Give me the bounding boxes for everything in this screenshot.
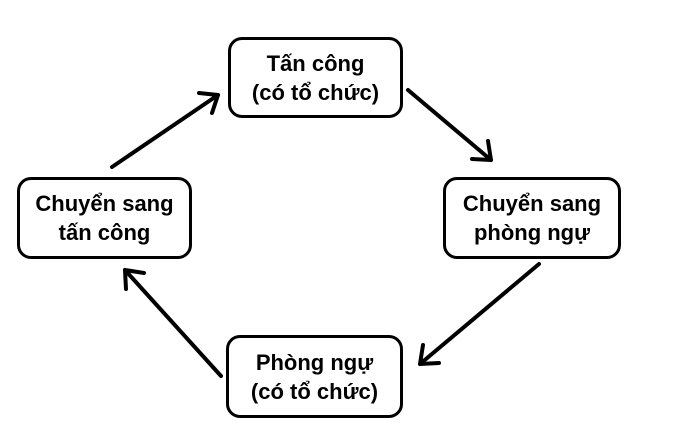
node-defense-organized: Phòng ngự (có tổ chức) [226, 335, 403, 418]
arrow-left-to-top [110, 91, 220, 169]
node-attack-organized: Tấn công (có tổ chức) [228, 37, 403, 118]
node-transition-to-defense: Chuyển sang phòng ngự [443, 177, 621, 259]
node-transition-to-attack: Chuyển sang tấn công [17, 177, 192, 259]
node-defense-organized-line2: (có tổ chức) [250, 378, 379, 404]
node-transition-to-attack-line1: Chuyển sang [35, 191, 174, 216]
arrow-bottom-to-left [123, 268, 223, 378]
node-attack-organized-line1: Tấn công [266, 50, 365, 76]
node-transition-to-defense-line2: phòng ngự [473, 220, 591, 245]
node-defense-organized-line1: Phòng ngự [255, 349, 374, 375]
node-transition-to-attack-line2: tấn công [58, 220, 151, 245]
arrow-right-to-bottom [418, 262, 541, 366]
node-transition-to-defense-line1: Chuyển sang [462, 191, 602, 216]
node-attack-organized-line2: (có tổ chức) [251, 79, 380, 105]
arrow-top-to-right [406, 88, 493, 162]
